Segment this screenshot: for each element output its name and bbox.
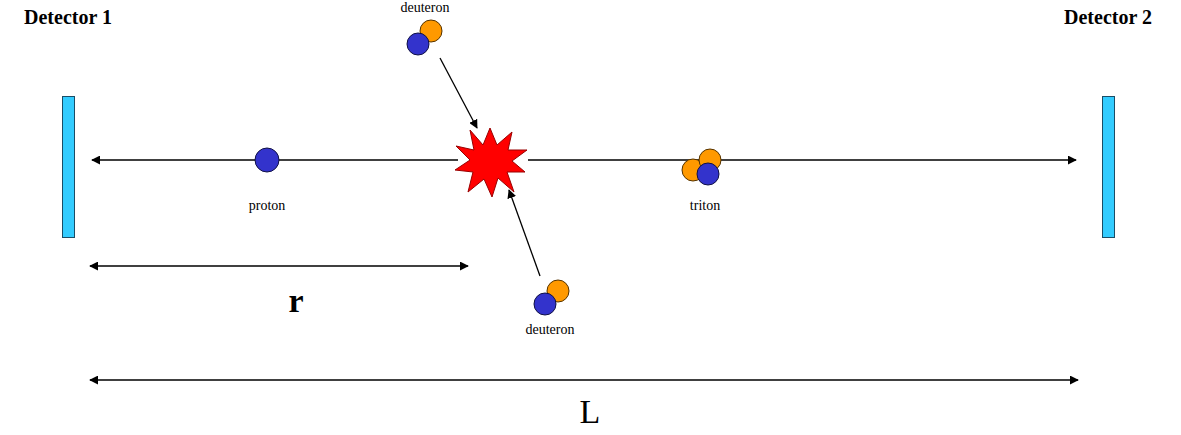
dimension-label: r [288, 282, 303, 319]
detector: Detector 2 [1060, 6, 1156, 238]
incoming-arrow [440, 58, 477, 128]
particle-label: triton [690, 198, 720, 213]
detector-label: Detector 1 [20, 6, 116, 29]
collision-burst [455, 128, 527, 197]
detector: Detector 1 [20, 6, 116, 238]
detector-plate [1102, 96, 1115, 238]
particle-label: deuteron [401, 0, 450, 15]
particle-label: proton [249, 198, 286, 213]
detector-label: Detector 2 [1060, 6, 1156, 29]
dimension-line [90, 265, 468, 266]
dimension-label: L [580, 393, 601, 430]
proton-symbol [697, 163, 719, 185]
proton-symbol [534, 293, 556, 315]
particle-label: deuteron [526, 322, 575, 337]
proton-symbol [407, 33, 429, 55]
track-line [528, 159, 1076, 160]
incoming-arrow [509, 190, 540, 276]
detector-plate [62, 96, 75, 238]
dimension-line [90, 379, 1078, 380]
proton-symbol [255, 148, 279, 172]
